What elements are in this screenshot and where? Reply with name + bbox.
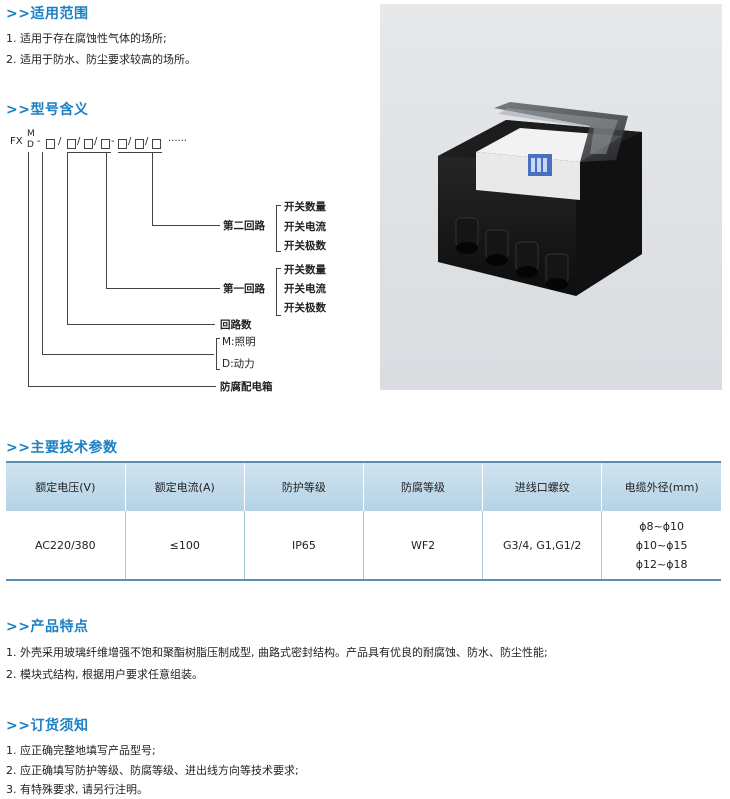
product-photo	[380, 4, 722, 390]
cell-anticorrosion: WF2	[362, 511, 483, 581]
feature-item-2: 2. 模块式结构, 根据用户要求任意组装。	[6, 668, 203, 681]
c1-switch-qty: 开关数量	[284, 264, 326, 276]
header-anticorrosion-level: 防腐等级	[362, 461, 483, 511]
cable-diameter-2: ϕ10~ϕ15	[635, 538, 688, 552]
c2-box-3	[152, 139, 161, 149]
ordering-item-3: 3. 有特殊要求, 请另行注明。	[6, 783, 148, 796]
c1-box-2	[84, 139, 93, 149]
model-code-m: M	[27, 129, 35, 139]
model-code-diagram: FX M D - / / / - / / ······ 第二回路 开关数量 开关…	[10, 129, 326, 393]
cell-voltage: AC220/380	[6, 511, 126, 581]
ordering-title: >>订货须知	[6, 718, 89, 734]
spec-table: 额定电压(V) 额定电流(A) 防护等级 防腐等级 进线口螺纹 电缆外径(mm)…	[6, 461, 721, 581]
model-code-prefix: FX	[10, 136, 23, 147]
model-code-dots: ······	[168, 136, 188, 147]
c2-switch-poles: 开关极数	[284, 240, 326, 252]
lighting-label: M:照明	[222, 336, 256, 348]
c1-switch-current: 开关电流	[284, 283, 326, 295]
first-circuit-label: 第一回路	[223, 283, 265, 295]
header-inlet-thread: 进线口螺纹	[482, 461, 602, 511]
cable-diameter-1: ϕ8~ϕ10	[639, 519, 684, 533]
ordering-item-2: 2. 应正确填写防护等级、防腐等级、进出线方向等技术要求;	[6, 764, 299, 777]
specs-title: >>主要技术参数	[6, 440, 118, 456]
scope-item-2: 2. 适用于防水、防尘要求较高的场所。	[6, 53, 196, 66]
feature-item-1: 1. 外壳采用玻璃纤维增强不饱和聚酯树脂压制成型, 曲路式密封结构。产品具有优良…	[6, 646, 548, 659]
circuit-count-box	[46, 139, 55, 149]
header-protection-level: 防护等级	[243, 461, 364, 511]
spec-table-header-row: 额定电压(V) 额定电流(A) 防护等级 防腐等级 进线口螺纹 电缆外径(mm)	[6, 461, 721, 511]
cell-protection: IP65	[243, 511, 364, 581]
cell-cable-diameter: ϕ8~ϕ10 ϕ10~ϕ15 ϕ12~ϕ18	[601, 511, 721, 581]
distribution-box-image	[438, 102, 642, 296]
cell-thread: G3/4, G1,G1/2	[482, 511, 602, 581]
power-label: D:动力	[222, 358, 255, 370]
header-rated-current: 额定电流(A)	[124, 461, 245, 511]
c2-box-1	[118, 139, 127, 149]
scope-item-1: 1. 适用于存在腐蚀性气体的场所;	[6, 32, 167, 45]
circuit-count-label: 回路数	[220, 319, 252, 331]
cell-current: ≤100	[124, 511, 245, 581]
features-title: >>产品特点	[6, 619, 89, 635]
c2-switch-qty: 开关数量	[284, 201, 326, 213]
second-circuit-label: 第二回路	[223, 220, 265, 232]
header-cable-diameter: 电缆外径(mm)	[601, 461, 721, 511]
scope-title: >>适用范围	[6, 6, 89, 22]
c1-box-1	[67, 139, 76, 149]
table-row: AC220/380 ≤100 IP65 WF2 G3/4, G1,G1/2 ϕ8…	[6, 511, 721, 581]
c2-box-2	[135, 139, 144, 149]
c2-switch-current: 开关电流	[284, 221, 326, 233]
header-rated-voltage: 额定电压(V)	[6, 461, 126, 511]
c1-switch-poles: 开关极数	[284, 302, 326, 314]
model-code-d: D	[27, 140, 34, 150]
cable-diameter-3: ϕ12~ϕ18	[635, 557, 688, 571]
ordering-item-1: 1. 应正确完整地填写产品型号;	[6, 744, 156, 757]
c1-box-3	[101, 139, 110, 149]
model-title: >>型号含义	[6, 102, 89, 118]
box-label: 防腐配电箱	[220, 381, 273, 393]
